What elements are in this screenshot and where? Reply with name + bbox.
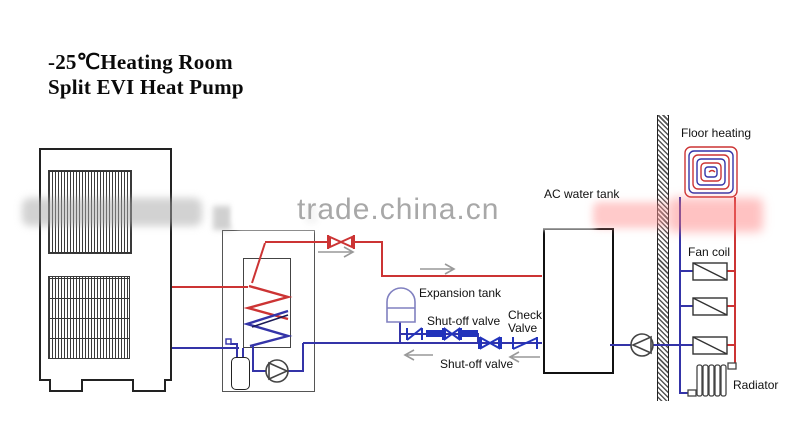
check-valve-label-line2: Valve bbox=[508, 321, 538, 335]
flow-arrow-right-1 bbox=[318, 246, 355, 258]
shut-off-valve-upper-label: Shut-off valve bbox=[427, 314, 501, 328]
radiator-label: Radiator bbox=[733, 378, 779, 392]
safety-valve-icon bbox=[225, 338, 232, 345]
outdoor-unit-foot-left bbox=[49, 379, 83, 392]
tank-pump-icon bbox=[630, 333, 654, 357]
fan-coil-units bbox=[692, 262, 728, 355]
flow-arrow-left-2 bbox=[508, 351, 540, 363]
flow-arrow-right-2 bbox=[420, 263, 456, 275]
fan-coil-label: Fan coil bbox=[688, 245, 731, 259]
radiator-icon bbox=[687, 362, 737, 397]
check-valve-label-line1: Check bbox=[508, 308, 543, 322]
flow-arrows bbox=[318, 246, 540, 363]
shut-off-valve-icon bbox=[478, 336, 502, 350]
indoor-pump-icon bbox=[265, 359, 289, 383]
flow-arrow-left-1 bbox=[403, 349, 433, 361]
outdoor-grille-bottom bbox=[48, 276, 130, 359]
page-title: -25℃Heating Room Split EVI Heat Pump bbox=[48, 50, 244, 100]
ac-water-tank-label: AC water tank bbox=[544, 187, 620, 201]
fan-coil-2-icon bbox=[692, 297, 728, 316]
hot-pipes bbox=[172, 197, 736, 366]
title-line-1: -25℃Heating Room bbox=[48, 50, 233, 74]
shut-off-valve-assembly-icon bbox=[406, 327, 478, 341]
cold-pipes bbox=[172, 197, 694, 394]
ac-water-tank bbox=[543, 228, 614, 374]
expansion-tank-label: Expansion tank bbox=[419, 286, 502, 300]
fan-coil-3-icon bbox=[692, 336, 728, 355]
floor-heating-label: Floor heating bbox=[681, 126, 752, 140]
wall bbox=[657, 115, 669, 401]
hot-valve-icon bbox=[327, 235, 355, 249]
expansion-tank-icon bbox=[386, 287, 416, 323]
indoor-small-tank bbox=[231, 357, 250, 390]
shut-off-valve-lower-label: Shut-off valve bbox=[440, 357, 514, 371]
floor-heating-coil-icon bbox=[684, 146, 738, 198]
check-valve-icon bbox=[512, 337, 538, 350]
title-line-2: Split EVI Heat Pump bbox=[48, 75, 244, 99]
outdoor-unit-foot-right bbox=[132, 379, 166, 392]
fan-coil-1-icon bbox=[692, 262, 728, 281]
watermark-text: trade.china.cn bbox=[297, 193, 500, 226]
